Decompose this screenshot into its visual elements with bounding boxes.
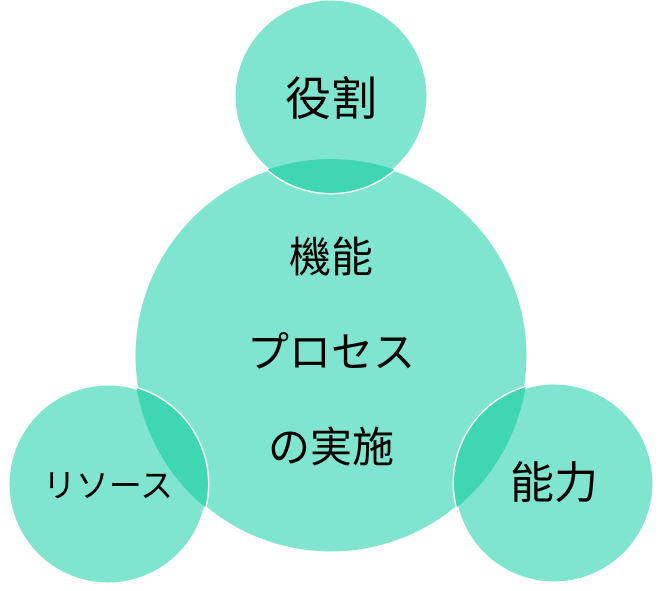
center-label-line-2: プロセス	[247, 328, 415, 377]
center-label-line-3: の実施	[268, 423, 394, 472]
left-circle-label: リソース	[43, 466, 173, 505]
center-label-line-1: 機能	[289, 233, 373, 282]
top-circle-label: 役割	[285, 72, 377, 126]
right-circle-label: 能力	[510, 458, 598, 509]
